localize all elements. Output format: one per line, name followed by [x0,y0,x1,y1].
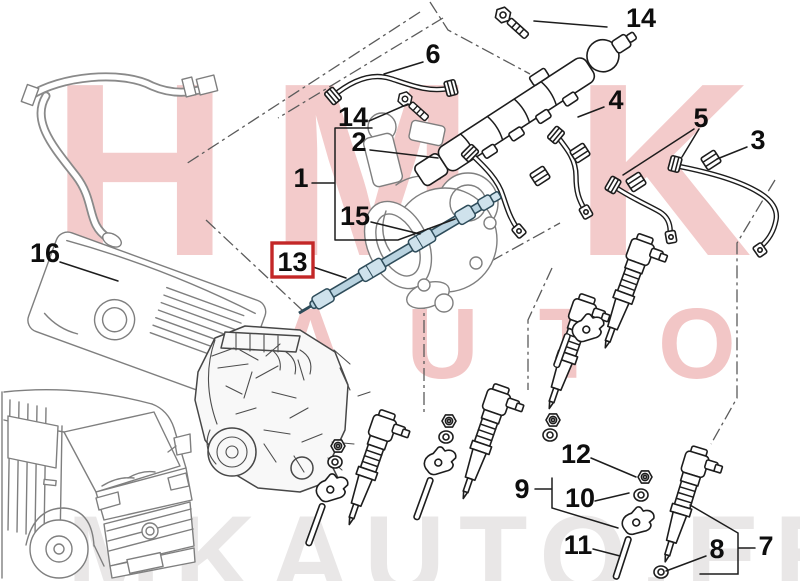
engine-sketch [194,325,371,493]
watermark-word-auto: AUTO [274,288,796,400]
bracket-lines [311,127,756,575]
callout-10: 10 [565,483,595,513]
leader-lines [59,20,748,572]
callout-5: 5 [693,103,708,133]
group-9-bracket [534,477,619,529]
callout-16: 16 [30,238,60,268]
callout-11: 11 [564,530,593,560]
callout-12: 12 [561,439,591,469]
callout-4: 4 [608,85,623,115]
fuel-hose-sketch [20,72,219,248]
callouts: 1 2 3 4 5 6 7 8 9 10 11 12 14 14 15 16 [30,3,774,564]
group-7-bracket [689,504,756,575]
callout-7: 7 [758,531,773,561]
callout-13: 13 [277,247,307,277]
fuel-rail [414,31,638,187]
callout-6: 6 [425,39,440,69]
part-12-nut [637,470,653,484]
callout-1: 1 [293,163,308,193]
callout-9: 9 [514,474,529,504]
watermark-letter: K [574,32,752,308]
injector-pipes [323,73,780,259]
group-1-bracket [311,127,456,241]
part-10-washer [633,488,649,502]
callout-8: 8 [709,534,724,564]
callout-15: 15 [340,201,370,231]
highlight-box-13: 13 [270,241,315,279]
callout-2: 2 [351,127,366,157]
part-8-washer [653,565,669,579]
callout-14-mid: 14 [338,102,368,132]
fuel-return-pipe-highlighted [298,191,502,315]
callout-3: 3 [750,125,765,155]
callout-14-top: 14 [626,3,656,33]
van-sketch [1,389,196,579]
high-pressure-pump-sketch [362,112,499,313]
